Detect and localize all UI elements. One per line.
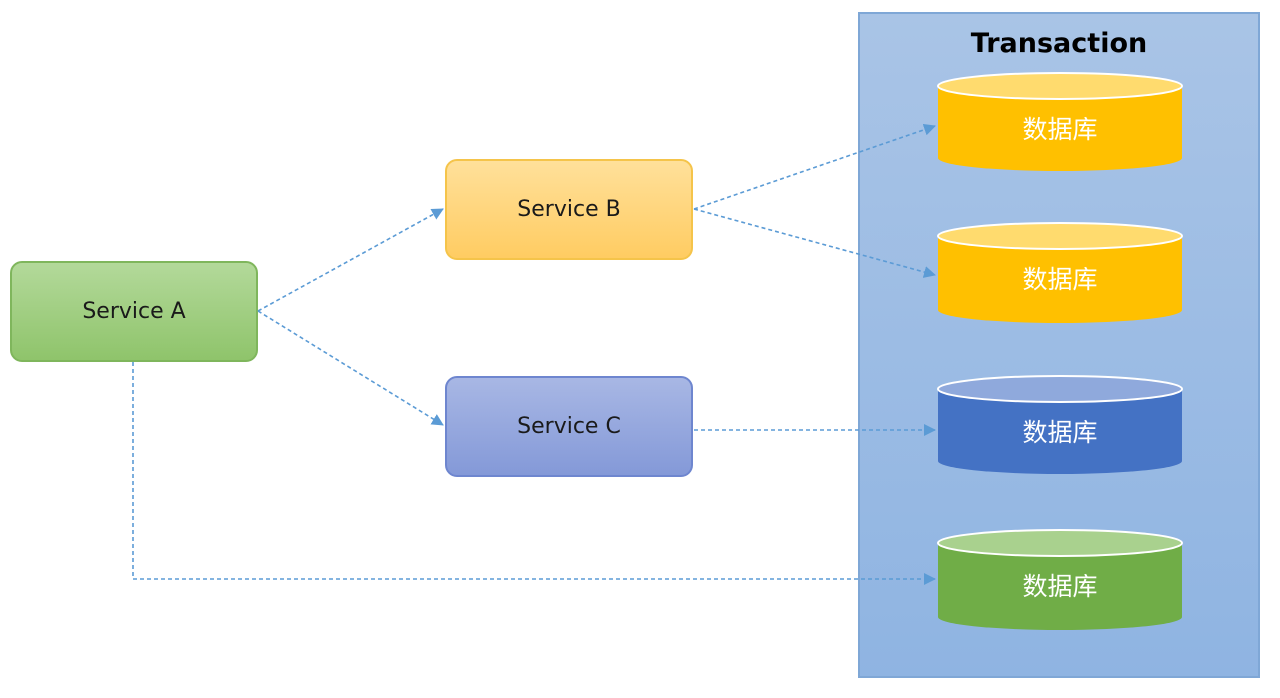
database-2[interactable]: 数据库 [937, 222, 1183, 324]
database-3-top [937, 375, 1183, 403]
database-2-top [937, 222, 1183, 250]
database-3[interactable]: 数据库 [937, 375, 1183, 475]
database-1[interactable]: 数据库 [937, 72, 1183, 172]
database-3-cylinder [937, 375, 1183, 474]
database-3-label: 数据库 [1022, 418, 1098, 447]
database-1-cylinder [937, 72, 1183, 171]
database-2-cylinder [937, 222, 1183, 323]
connector-a-to-c [257, 310, 444, 426]
service-b-node[interactable]: Service B [445, 159, 693, 260]
database-4-top [937, 529, 1183, 557]
service-b-label: Service B [517, 197, 621, 222]
database-1-top [937, 72, 1183, 100]
database-1-label: 数据库 [1022, 115, 1098, 144]
database-3-body [938, 389, 1182, 474]
transaction-title: Transaction [970, 28, 1148, 59]
service-c-node[interactable]: Service C [445, 376, 693, 477]
service-a-node[interactable]: Service A [10, 261, 258, 362]
database-4-body [938, 543, 1182, 630]
database-1-body [938, 86, 1182, 171]
database-4[interactable]: 数据库 [937, 529, 1183, 631]
connector-a-to-b [257, 208, 444, 312]
database-2-label: 数据库 [1022, 265, 1098, 294]
database-4-label: 数据库 [1022, 572, 1098, 601]
service-a-label: Service A [82, 299, 186, 324]
database-2-body [938, 236, 1182, 323]
database-4-cylinder [937, 529, 1183, 630]
service-c-label: Service C [517, 414, 621, 439]
